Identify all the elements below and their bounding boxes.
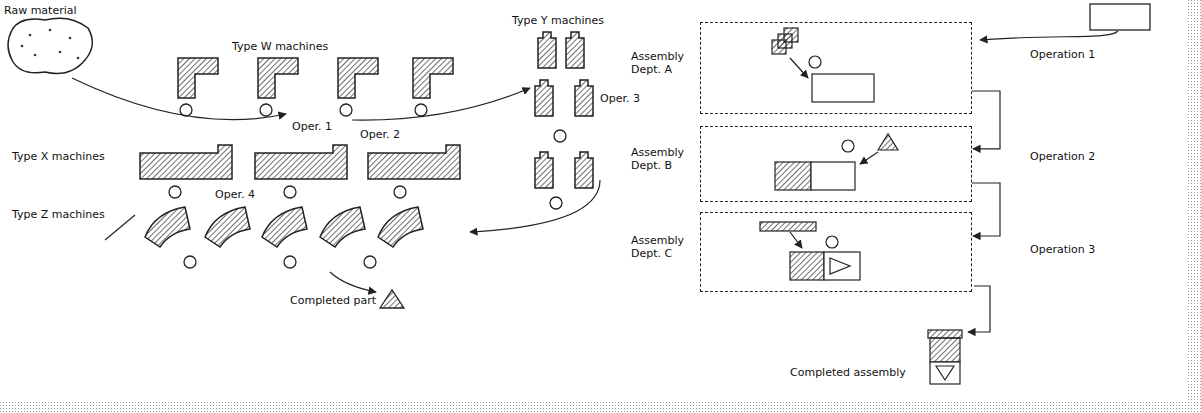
- flow-arrow: [972, 91, 1000, 149]
- flow-arrow: [972, 183, 1000, 236]
- text-label: Type X machines: [12, 150, 105, 163]
- department-box: Assembly Dept. B: [700, 126, 972, 202]
- department-heading: Assembly Dept. B: [631, 146, 693, 172]
- text-label: Type Z machines: [12, 208, 105, 221]
- department-box: Assembly Dept. A: [700, 22, 972, 114]
- department-heading: Assembly Dept. A: [631, 50, 693, 76]
- text-label: Oper. 2: [360, 128, 400, 141]
- text-label: Raw material: [4, 4, 77, 17]
- text-label: Oper. 4: [215, 188, 255, 201]
- text-label: Type W machines: [232, 40, 328, 53]
- text-label: Oper. 3: [600, 92, 640, 105]
- text-label: Operation 2: [1030, 150, 1095, 163]
- department-box: Assembly Dept. C: [700, 212, 972, 292]
- text-label: Completed part: [290, 294, 376, 307]
- text-label: Type Y machines: [512, 14, 604, 27]
- department-heading: Assembly Dept. C: [631, 234, 693, 260]
- text-label: Operation 3: [1030, 243, 1095, 256]
- text-label: Oper. 1: [292, 120, 332, 133]
- text-label: Operation 1: [1030, 48, 1095, 61]
- text-label: Completed assembly: [790, 366, 906, 379]
